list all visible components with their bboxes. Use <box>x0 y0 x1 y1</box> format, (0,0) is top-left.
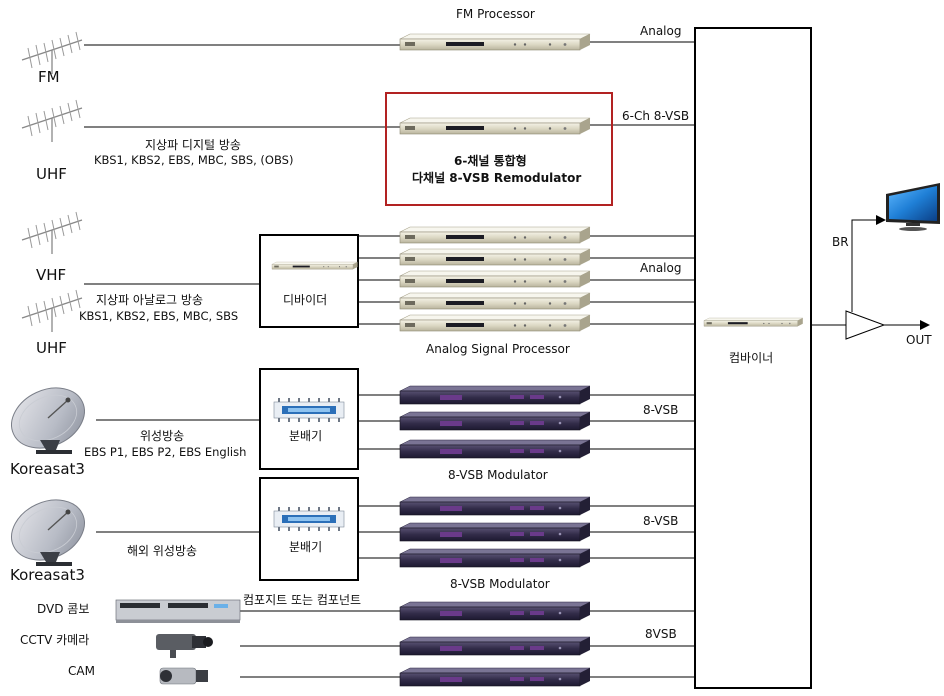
analog-processor-label: Analog Signal Processor <box>426 342 570 356</box>
vsb-modulator-rack <box>399 667 591 687</box>
koreasat-label-2: Koreasat3 <box>10 566 85 584</box>
analog-processor-rack <box>399 292 591 310</box>
splitter-label-2: 분배기 <box>289 540 323 554</box>
analog-processor-rack <box>399 226 591 244</box>
vsb-modulator-rack <box>399 439 591 459</box>
satellite-dish-icon <box>1 487 95 573</box>
uhf-analog-source-label: UHF <box>36 339 67 357</box>
digital-terrestrial-title: 지상파 디지털 방송 <box>145 138 241 152</box>
vsb-modulator-label-1: 8-VSB Modulator <box>448 468 548 482</box>
splitter-1-rack <box>273 397 345 423</box>
tv-icon <box>886 183 940 231</box>
vsb-signal-label-2: 8-VSB <box>643 514 679 528</box>
vsb-modulator-rack <box>399 496 591 516</box>
koreasat-label-1: Koreasat3 <box>10 460 85 478</box>
vhf-antenna-icon <box>21 211 83 255</box>
vsb-modulator-label-2: 8-VSB Modulator <box>450 577 550 591</box>
divider-box <box>259 234 359 328</box>
vsb-modulator-rack <box>399 385 591 405</box>
remodulator-label-line2: 다채널 8-VSB Remodulator <box>412 171 582 185</box>
remodulator-rack <box>399 117 591 135</box>
vsb-signal-label-3: 8VSB <box>645 627 677 641</box>
splitter-box-2 <box>259 477 359 581</box>
divider-label: 디바이더 <box>283 293 328 307</box>
cctv-source-label: CCTV 카메라 <box>20 633 90 647</box>
analog-terrestrial-title: 지상파 아날로그 방송 <box>96 293 203 307</box>
camcorder-icon <box>159 667 208 685</box>
remodulator-highlight-box <box>385 92 613 206</box>
analog-processor-rack <box>399 270 591 288</box>
remodulator-label-line1: 6-채널 통합형 <box>454 154 527 168</box>
composite-label: 컴포지트 또는 컴포넌트 <box>243 593 362 607</box>
dvd-source-label: DVD 콤보 <box>37 602 90 616</box>
splitter-box-1 <box>259 368 359 470</box>
arrowheads <box>876 215 930 330</box>
combiner-rack <box>703 317 804 327</box>
uhf-analog-antenna-icon <box>21 289 83 333</box>
splitter-2-rack <box>273 506 345 532</box>
vsb-modulator-rack <box>399 636 591 656</box>
combiner-label: 컴바이너 <box>729 351 774 365</box>
vsb-signal-label-1: 8-VSB <box>643 403 679 417</box>
vsb-modulator-rack <box>399 522 591 542</box>
cam-source-label: CAM <box>68 664 95 678</box>
divider-rack <box>271 261 358 270</box>
splitter-label-1: 분배기 <box>289 429 323 443</box>
fm-processor-rack <box>399 33 591 51</box>
satellite-title: 위성방송 <box>140 429 185 443</box>
combiner-box <box>694 27 812 689</box>
fm-processor-label: FM Processor <box>456 7 535 21</box>
analog-processor-rack <box>399 248 591 266</box>
digital-terrestrial-channels: KBS1, KBS2, EBS, MBC, SBS, (OBS) <box>94 153 294 167</box>
analog-signal-label-top: Analog <box>640 24 682 38</box>
out-label: OUT <box>906 333 932 347</box>
vsb-modulator-rack <box>399 601 591 621</box>
vhf-source-label: VHF <box>36 266 67 284</box>
vsb-modulator-rack <box>399 411 591 431</box>
fm-source-label: FM <box>38 68 60 86</box>
analog-processor-rack <box>399 314 591 332</box>
vsb-modulator-rack <box>399 548 591 568</box>
satellite-channels: EBS P1, EBS P2, EBS English <box>84 445 247 459</box>
satellite-dish-icon <box>1 375 95 461</box>
dvd-player-icon <box>115 599 241 623</box>
br-label: BR <box>832 235 849 249</box>
analog-terrestrial-channels: KBS1, KBS2, EBS, MBC, SBS <box>79 309 239 323</box>
amplifier-icon <box>845 310 886 340</box>
uhf-source-label: UHF <box>36 165 67 183</box>
overseas-satellite-label: 해외 위성방송 <box>127 544 198 558</box>
cctv-camera-icon <box>156 634 213 658</box>
uhf-antenna-icon <box>21 99 83 143</box>
analog-signal-label-mid: Analog <box>640 261 682 275</box>
signal-lines <box>84 41 922 678</box>
six-ch-vsb-label: 6-Ch 8-VSB <box>622 109 690 123</box>
